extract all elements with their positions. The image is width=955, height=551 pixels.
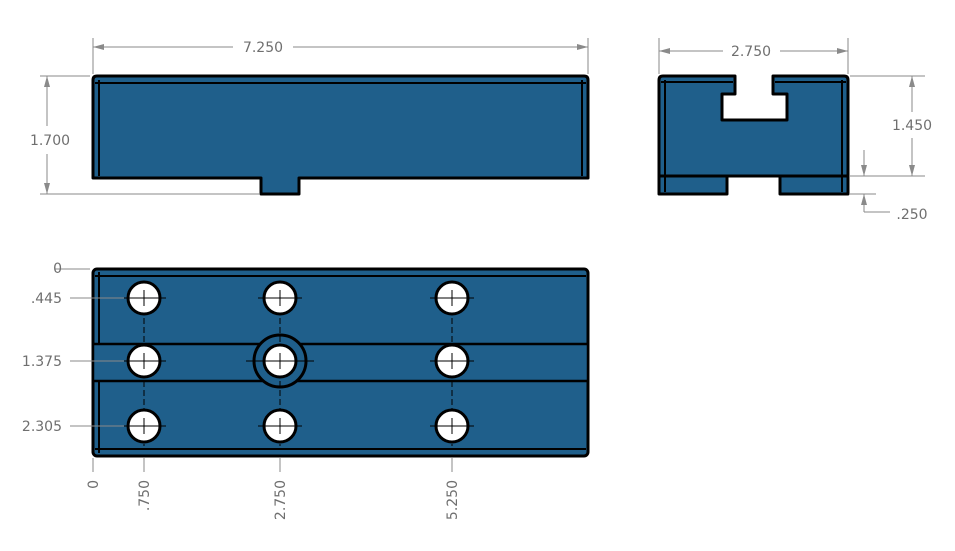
side-foot-dimension: .250 — [850, 150, 928, 223]
front-width-dimension: 7.250 — [92, 38, 589, 74]
top-view — [91, 267, 590, 458]
side-height-label: 1.450 — [892, 118, 932, 134]
side-view — [657, 74, 850, 196]
x-label-1: .750 — [137, 480, 153, 511]
front-height-label: 1.700 — [30, 133, 70, 149]
top-x-dimensions: 0 .750 2.750 5.250 — [86, 458, 461, 520]
x-label-2: 2.750 — [273, 480, 289, 520]
y-label-1: .445 — [31, 291, 62, 307]
y-label-3: 2.305 — [22, 419, 62, 435]
hole-pattern — [122, 280, 474, 446]
top-y-dimensions: 0 .445 1.375 2.305 — [22, 261, 124, 435]
y-label-0: 0 — [53, 261, 62, 277]
x-label-3: 5.250 — [445, 480, 461, 520]
side-foot-label: .250 — [896, 207, 927, 223]
side-height-dimension: 1.450 — [850, 75, 932, 177]
side-width-dimension: 2.750 — [658, 38, 849, 74]
x-label-0: 0 — [86, 480, 102, 489]
side-width-label: 2.750 — [731, 44, 771, 60]
front-height-dimension: 1.700 — [30, 75, 259, 195]
front-width-label: 7.250 — [243, 40, 283, 56]
y-label-2: 1.375 — [22, 354, 62, 370]
front-view — [91, 74, 590, 196]
